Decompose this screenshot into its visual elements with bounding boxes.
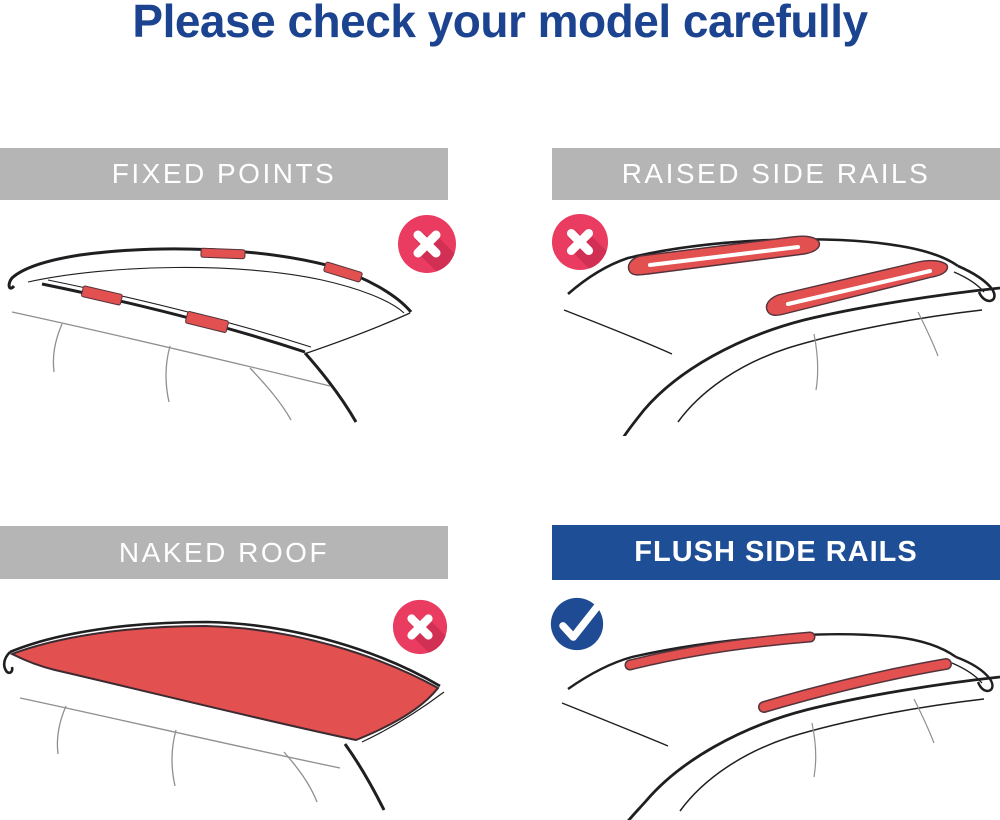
panel-header-raised-side-rails: RAISED SIDE RAILS <box>552 148 1000 200</box>
cross-icon <box>551 213 609 271</box>
panel-label-naked-roof: NAKED ROOF <box>118 536 330 568</box>
cross-icon <box>392 599 448 655</box>
panel-label-flush-side-rails: FLUSH SIDE RAILS <box>634 536 918 568</box>
check-icon <box>550 597 604 651</box>
car-roof-flush-side-rails-illustration <box>561 631 1000 820</box>
panel-header-fixed-points: FIXED POINTS <box>0 148 448 200</box>
car-roof-raised-side-rails-illustration <box>563 235 1000 436</box>
panel-label-raised-side-rails: RAISED SIDE RAILS <box>621 158 931 189</box>
page-title: Please check your model carefully <box>132 0 868 47</box>
cross-icon <box>398 215 456 273</box>
car-roof-fixed-points-illustration <box>7 247 413 423</box>
panel-header-flush-side-rails: FLUSH SIDE RAILS <box>552 525 1000 580</box>
panel-label-fixed-points: FIXED POINTS <box>111 158 337 189</box>
car-roof-naked-illustration <box>2 620 445 811</box>
panel-header-naked-roof: NAKED ROOF <box>0 526 448 579</box>
